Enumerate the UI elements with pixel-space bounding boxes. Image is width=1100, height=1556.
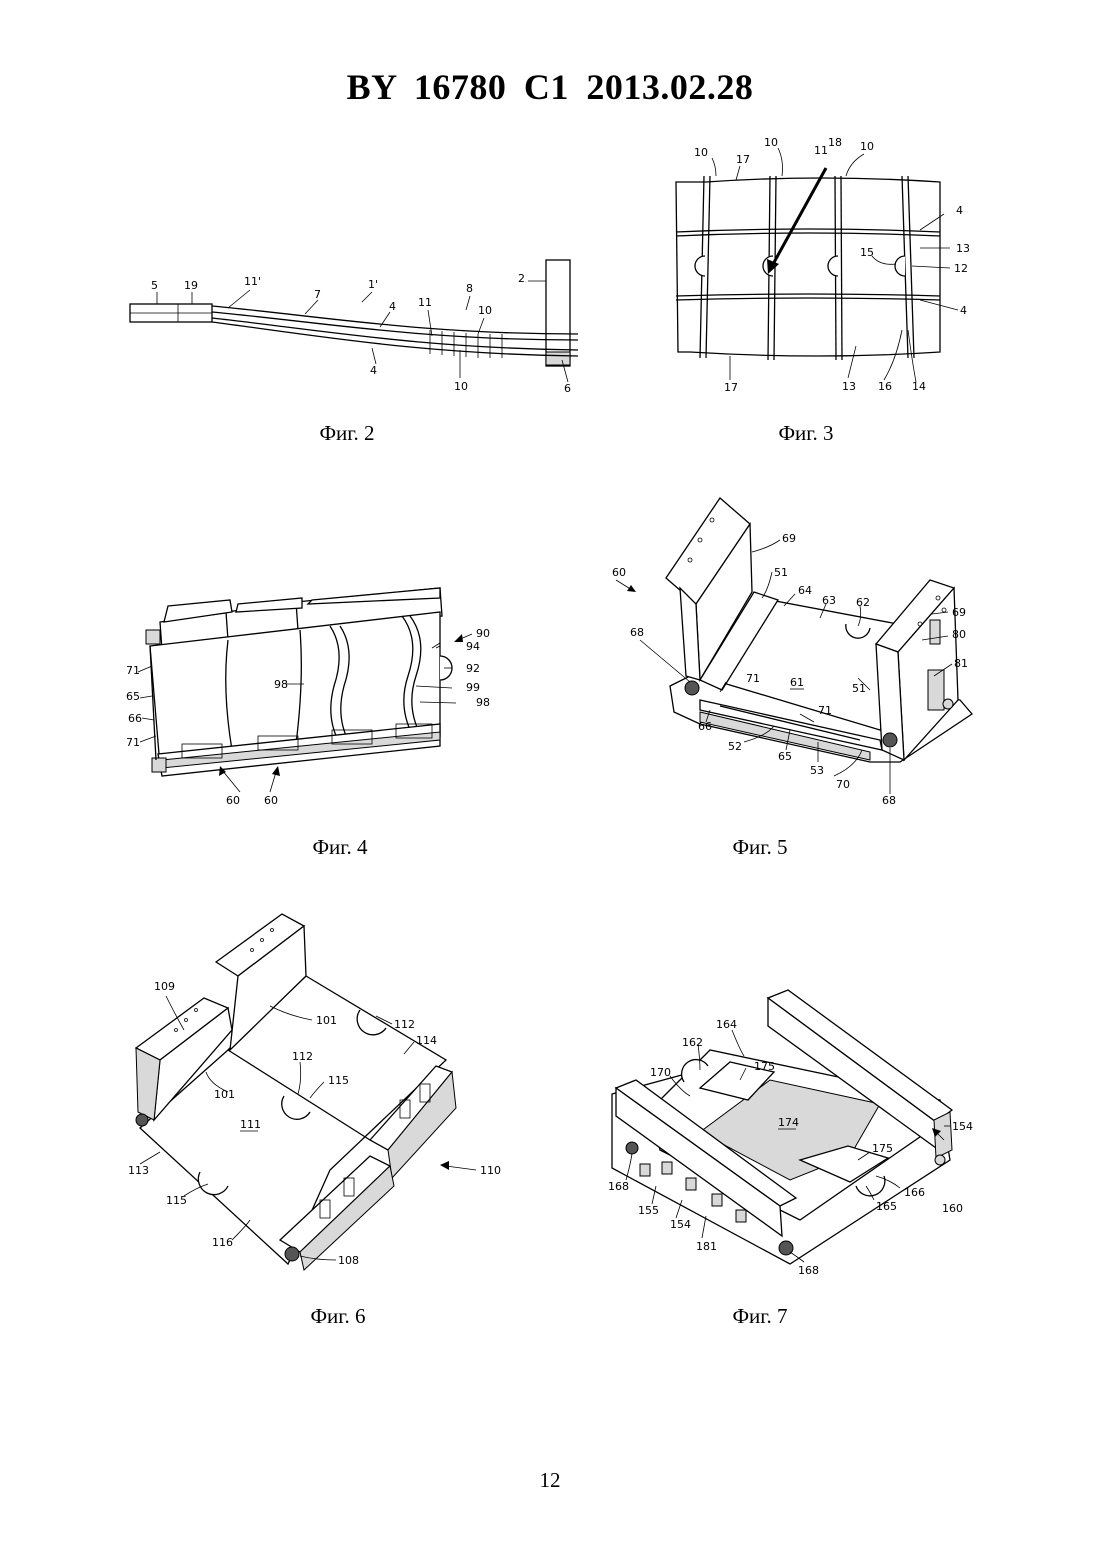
svg-text:170: 170 [650,1066,671,1079]
svg-text:166: 166 [904,1186,925,1199]
svg-text:154: 154 [670,1218,691,1231]
svg-text:168: 168 [798,1264,819,1277]
svg-text:155: 155 [638,1204,659,1217]
svg-text:165: 165 [876,1200,897,1213]
svg-text:181: 181 [696,1240,717,1253]
svg-text:175: 175 [754,1060,775,1073]
svg-text:168: 168 [608,1180,629,1193]
svg-text:154: 154 [952,1120,973,1133]
figure-7-drawing: 164 162 170 175 174 154 175 168 155 154 … [0,0,1100,1340]
svg-text:164: 164 [716,1018,737,1031]
svg-text:160: 160 [942,1202,963,1215]
page-number: 12 [0,1468,1100,1493]
figure-7-caption: Фиг. 7 [660,1304,860,1329]
svg-text:174: 174 [778,1116,799,1129]
svg-text:162: 162 [682,1036,703,1049]
svg-text:175: 175 [872,1142,893,1155]
